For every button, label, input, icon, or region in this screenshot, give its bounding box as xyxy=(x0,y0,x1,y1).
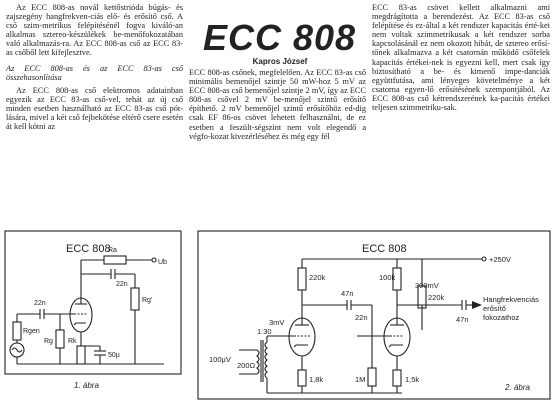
resistor-rgen xyxy=(12,321,22,341)
resistor-1m xyxy=(367,367,377,387)
label-ra: Ra xyxy=(108,247,117,254)
figure-2-frame xyxy=(197,230,551,400)
figure-1-frame xyxy=(4,230,182,375)
label-ck: 50µ xyxy=(108,352,120,359)
label-output-1: Hangfrekvenciás xyxy=(483,295,539,304)
output-arrow-icon xyxy=(472,301,482,309)
figure-2-caption: 2. ábra xyxy=(504,383,530,392)
figure-1-caption: 1. ábra xyxy=(74,381,99,390)
resistor-rg xyxy=(55,329,65,349)
label-source: 100µV xyxy=(209,355,231,364)
text-column-2: ECC 808-as csőnek, megfelelően. Az ECC 8… xyxy=(189,68,366,141)
label-source-impedance: 200Ω xyxy=(237,361,256,370)
label-output-2: erősítő xyxy=(483,304,506,313)
article-title: ECC 808 xyxy=(202,17,357,58)
label-47n-b: 47n xyxy=(456,315,469,324)
label-output-3: fokozathoz xyxy=(483,313,520,322)
paragraph: Az ECC 808-as novál kettőstrióda búgás- … xyxy=(6,3,183,58)
paragraph: ECC 808-as csőnek, megfelelően. Az ECC 8… xyxy=(189,68,366,141)
label-cin: 22n xyxy=(34,300,46,307)
terminal-ub xyxy=(151,257,157,263)
paragraph: ECC 83-as csövet kellett alkalmazni ami … xyxy=(372,3,550,113)
transformer-secondary xyxy=(264,341,268,379)
resistor-ra xyxy=(103,255,127,265)
figure-1: ECC 808 Ra Ub 22n 22n Rgen Rg Rk Rg' 50µ… xyxy=(4,230,182,402)
paragraph: Az ECC 808-as cső elektromos adatainban … xyxy=(6,85,183,132)
label-cout: 22n xyxy=(116,281,128,288)
text-column-1: Az ECC 808-as novál kettőstrióda búgás- … xyxy=(6,3,183,131)
label-ratio: 1:30 xyxy=(257,327,272,336)
label-ub: Ub xyxy=(158,259,167,266)
resistor-rg2 xyxy=(130,287,140,311)
label-supply: +250V xyxy=(489,255,511,264)
label-22n: 22n xyxy=(355,313,368,322)
figure-2-tube-label: ECC 808 xyxy=(362,243,407,255)
resistor-1k5 xyxy=(392,369,402,387)
figure-1-schematic: ECC 808 Ra Ub 22n 22n Rgen Rg Rk Rg' 50µ… xyxy=(4,230,182,390)
label-rgen: Rgen xyxy=(23,328,40,335)
figure-2-schematic: ECC 808 +250V 220k 100k 220k 47n 47n 22n… xyxy=(197,230,551,400)
label-100k: 100k xyxy=(379,273,396,282)
text-column-3: ECC 83-as csövet kellett alkalmazni ami … xyxy=(372,3,550,112)
label-1m: 1M xyxy=(355,375,365,384)
figure-2: ECC 808 +250V 220k 100k 220k 47n 47n 22n… xyxy=(197,230,551,402)
label-47n-a: 47n xyxy=(341,289,354,298)
label-220k-a: 220k xyxy=(309,273,326,282)
resistor-1k8 xyxy=(297,369,307,387)
section-heading: Az ECC 808-as és az ECC 83-as cső összeh… xyxy=(6,63,183,82)
label-level: 300mV xyxy=(415,281,439,290)
figure-1-tube-label: ECC 808 xyxy=(66,243,111,255)
label-1k8: 1,8k xyxy=(309,375,323,384)
resistor-rk xyxy=(76,345,86,365)
resistor-220k-a xyxy=(297,267,307,291)
label-rg2: Rg' xyxy=(142,297,152,304)
label-in-level: 3mV xyxy=(269,318,284,327)
label-rg: Rg xyxy=(44,338,53,345)
label-220k-b: 220k xyxy=(428,293,445,302)
label-rk: Rk xyxy=(68,338,77,345)
terminal-supply xyxy=(481,256,487,262)
label-1k5: 1,5k xyxy=(405,375,419,384)
article-author: Kapros József xyxy=(252,57,308,66)
transformer-primary xyxy=(256,349,260,375)
